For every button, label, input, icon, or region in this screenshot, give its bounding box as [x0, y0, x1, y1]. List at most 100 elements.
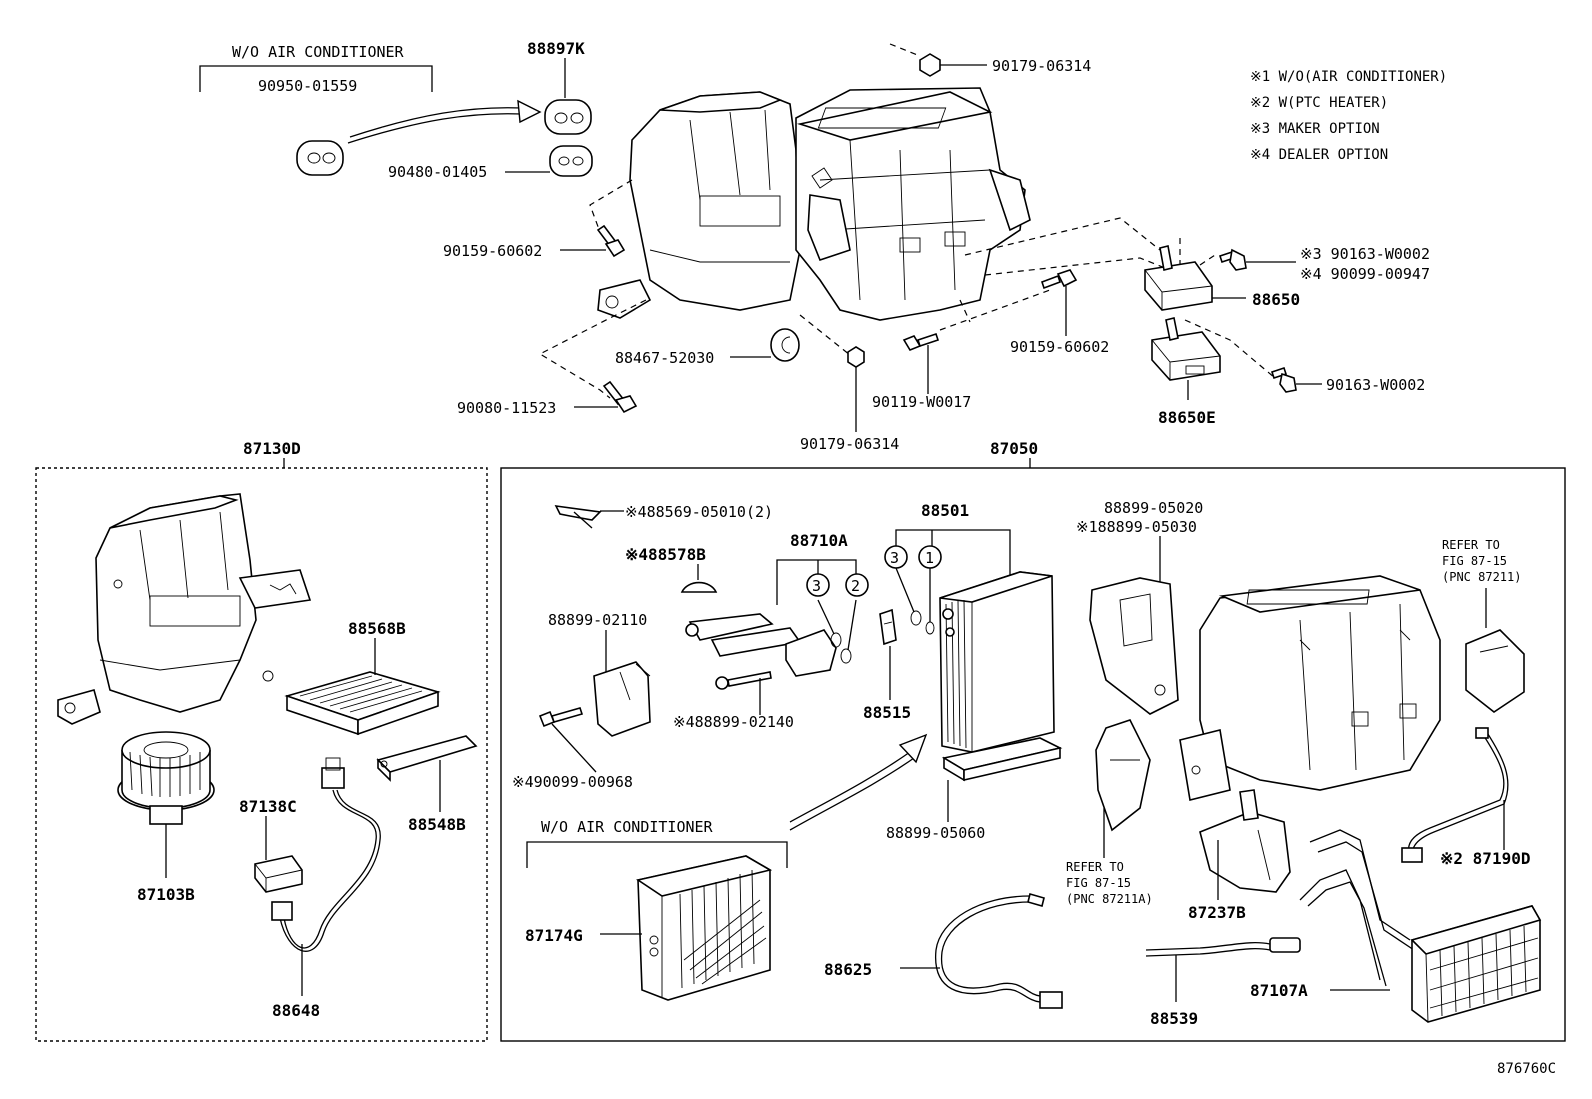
label-88578B: ※488578B: [625, 545, 706, 564]
label-88650: 88650: [1252, 290, 1300, 309]
label-88897K: 88897K: [527, 39, 585, 58]
hvac-assembly-top: [597, 87, 1031, 321]
wo-ac-bracket-bottom: W/O AIR CONDITIONER: [526, 818, 788, 868]
resistor-87138C: [254, 816, 303, 893]
circle-3-right-text: 3: [890, 549, 899, 567]
label-490099-00968: ※490099-00968: [512, 773, 633, 791]
group-right-frame: [500, 467, 1566, 1042]
filter-88568B: [284, 638, 441, 736]
group-left-title: 87130D: [243, 439, 301, 458]
refer-top-line-2: FIG 87-15: [1442, 554, 1507, 568]
circle-1-text: 1: [925, 549, 934, 567]
label-90163-W0002-a: ※3 90163-W0002: [1300, 245, 1430, 263]
label-188899-05030: ※188899-05030: [1076, 518, 1197, 536]
blower-case-87130D: [57, 493, 312, 725]
label-88648: 88648: [272, 1001, 320, 1020]
notes-legend: ※1 W/O(AIR CONDITIONER) ※2 W(PTC HEATER)…: [1250, 69, 1447, 163]
heater-case-87050: [1179, 575, 1441, 801]
label-88650E: 88650E: [1158, 408, 1216, 427]
label-87138C: 87138C: [239, 797, 297, 816]
refer-top-line-3: (PNC 87211): [1442, 570, 1521, 584]
label-87103B: 87103B: [137, 885, 195, 904]
label-88467-52030: 88467-52030: [615, 349, 714, 367]
heater-core-87107A: [1299, 829, 1542, 1023]
label-88539: 88539: [1150, 1009, 1198, 1028]
refer-mid-line-1: REFER TO: [1066, 860, 1124, 874]
label-88548B: 88548B: [408, 815, 466, 834]
bracket-88899-02110: [593, 630, 651, 737]
group-left-frame: [35, 467, 488, 1042]
screw-90163-W0002-b: [1270, 366, 1322, 393]
label-90119-W0017: 90119-W0017: [872, 393, 971, 411]
label-88899-05060: 88899-05060: [886, 824, 985, 842]
grommet-88897K: [544, 99, 592, 135]
label-90159-60602-left: 90159-60602: [443, 242, 542, 260]
label-88501: 88501: [921, 501, 969, 520]
label-88625: 88625: [824, 960, 872, 979]
sensor-88539: [1145, 937, 1301, 1002]
note-2: ※2 W(PTC HEATER): [1250, 95, 1388, 111]
note-4: ※4 DEALER OPTION: [1250, 147, 1388, 163]
expansion-valve-88710A: [685, 599, 857, 677]
label-90080-11523: 90080-11523: [457, 399, 556, 417]
cover-88548B: [376, 735, 478, 812]
heater-core-87174G: [600, 855, 773, 1001]
refer-mid-line-3: (PNC 87211A): [1066, 892, 1153, 906]
label-90179-06314-top: 90179-06314: [992, 57, 1091, 75]
label-88899-05020: 88899-05020: [1104, 499, 1203, 517]
label-90480-01405: 90480-01405: [388, 163, 487, 181]
label-488899-02140: ※488899-02140: [673, 713, 794, 731]
wo-ac-label-top: W/O AIR CONDITIONER: [232, 43, 405, 61]
circle-2-text: 2: [851, 577, 860, 595]
circle-2: 2: [845, 573, 869, 597]
thermistor-88515: [879, 608, 897, 700]
label-88568B: 88568B: [348, 619, 406, 638]
grommet-90480-01405: [549, 145, 593, 177]
relay-88650: [1144, 245, 1246, 311]
blower-motor-87103B: [117, 731, 215, 878]
refer-top-line-1: REFER TO: [1442, 538, 1500, 552]
label-88710A: 88710A: [790, 531, 848, 550]
plug-88467-52030: [730, 328, 800, 362]
screw-90159-60602-left: [560, 224, 626, 258]
wire-harness-88648: [271, 757, 381, 996]
arrow-to-evaporator: [789, 733, 928, 831]
note-3: ※3 MAKER OPTION: [1250, 121, 1380, 137]
cover-88899-05060: [941, 737, 1063, 822]
label-90950-01559: 90950-01559: [258, 77, 357, 95]
screw-90163-W0002-a: [1218, 248, 1296, 271]
circle-3-left: 3: [806, 573, 830, 597]
screw-90159-60602-right: [1040, 269, 1078, 336]
circle-1: 1: [918, 545, 942, 569]
bolt-488899-02140: [715, 671, 772, 715]
clip-488569-05010: [554, 505, 624, 529]
relay-88650E: [1151, 317, 1221, 400]
figure-id: 876760C: [1497, 1061, 1556, 1077]
label-90159-60602-right: 90159-60602: [1010, 338, 1109, 356]
label-87190D: ※2 87190D: [1440, 849, 1530, 868]
label-87107A: 87107A: [1250, 981, 1308, 1000]
label-90099-00947: ※4 90099-00947: [1300, 265, 1430, 283]
label-87237B: 87237B: [1188, 903, 1246, 922]
circle-3-left-text: 3: [812, 577, 821, 595]
circle-3-right: 3: [884, 545, 908, 569]
grommet-90950-01559: [296, 140, 344, 176]
label-488569-05010: ※488569-05010(2): [625, 503, 773, 521]
screw-90119-W0017: [902, 332, 940, 394]
sensor-88625: [900, 893, 1063, 1009]
ptc-harness-87190D: [1401, 727, 1509, 863]
group-right-title: 87050: [990, 439, 1038, 458]
label-88899-02110: 88899-02110: [548, 611, 647, 629]
label-90163-W0002-b: 90163-W0002: [1326, 376, 1425, 394]
refer-mid-line-2: FIG 87-15: [1066, 876, 1131, 890]
servo-87211: [1465, 629, 1525, 713]
servo-87211A: [1095, 719, 1151, 858]
nut-90179-06314-top: [919, 53, 987, 77]
wo-ac-label-bottom: W/O AIR CONDITIONER: [541, 818, 714, 836]
bolt-90080-11523: [574, 380, 638, 414]
cover-88578B: [680, 564, 718, 593]
actuator-88899-05020: [1089, 577, 1179, 715]
evaporator-88501: [939, 571, 1055, 753]
screw-490099-00968: [538, 707, 597, 773]
